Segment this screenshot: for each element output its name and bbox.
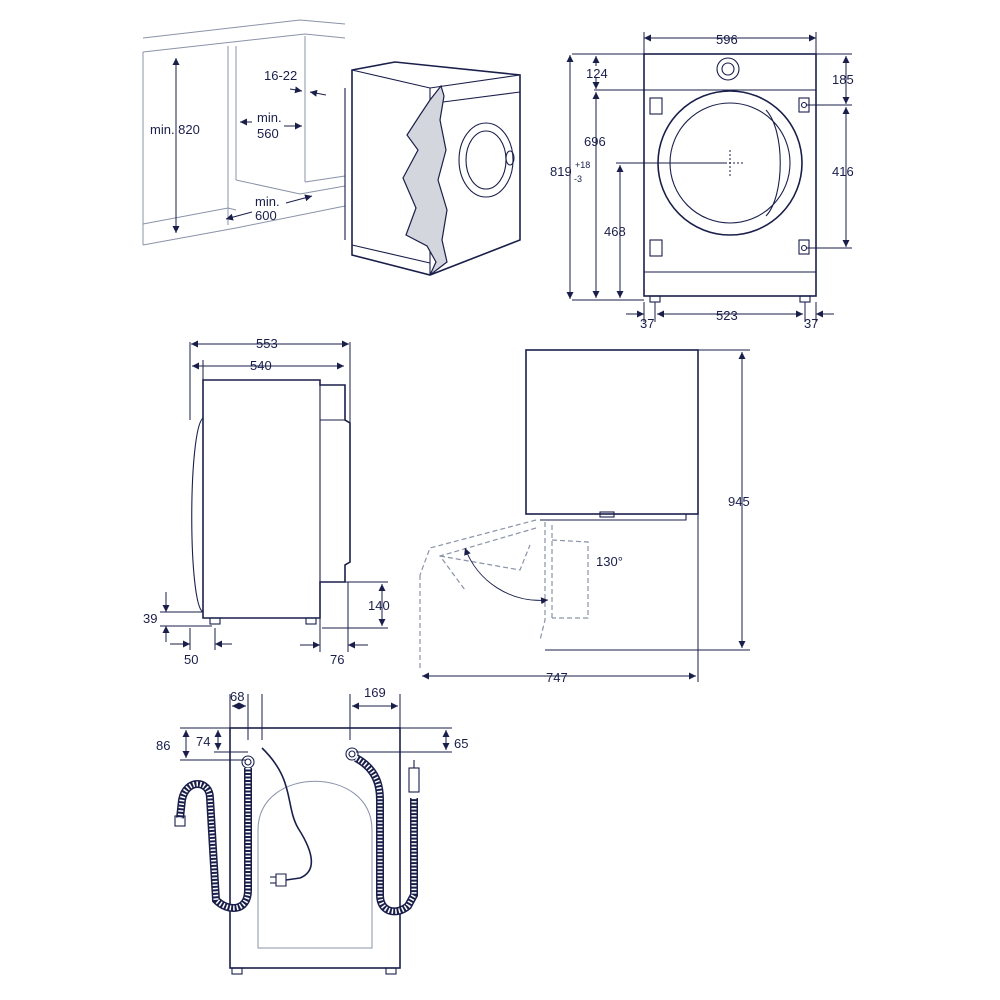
rear-left-inner-label: 74 xyxy=(196,734,210,749)
side-view: 553 540 39 50 140 76 xyxy=(143,336,390,667)
front-height-label: 819 xyxy=(550,164,572,179)
door-swing-view: 130° 945 747 xyxy=(419,349,750,685)
rear-left-outer-label: 86 xyxy=(156,738,170,753)
side-depth-body-label: 540 xyxy=(250,358,272,373)
niche-installation-view: min. 820 16-22 min. 560 min. 600 xyxy=(142,19,521,276)
program-knob xyxy=(716,57,740,81)
niche-height-label: min. 820 xyxy=(150,122,200,137)
door-open-dashed xyxy=(419,519,537,670)
door-closed-dashed xyxy=(539,522,589,641)
front-body-label: 696 xyxy=(584,134,606,149)
front-height-tol-minus: -3 xyxy=(574,174,582,184)
front-foot-right-label: 37 xyxy=(804,316,818,331)
front-height-tol-plus: +18 xyxy=(575,160,590,170)
drain-hose-right xyxy=(345,747,420,916)
panel-thickness-dimension: 16-22 xyxy=(264,68,327,97)
rear-view: 68 169 86 74 65 xyxy=(156,685,468,975)
rear-left-offset-label: 68 xyxy=(230,689,244,704)
door-swing-angle-label: 130° xyxy=(596,554,623,569)
rear-right-height-label: 65 xyxy=(454,736,468,751)
side-rear-recess-height-label: 140 xyxy=(368,598,390,613)
niche-depth-dimension: min. 600 xyxy=(225,194,313,223)
front-width-label: 596 xyxy=(716,32,738,47)
side-depth-total-label: 553 xyxy=(256,336,278,351)
front-hinge-label: 416 xyxy=(832,164,854,179)
niche-depth-label-1: min. xyxy=(255,194,280,209)
door-swing-height-label: 945 xyxy=(728,494,750,509)
front-panel-cover xyxy=(402,84,448,276)
panel-thickness-label: 16-22 xyxy=(264,68,297,83)
niche-depth-label-2: 600 xyxy=(255,208,277,223)
washer-isometric xyxy=(344,61,521,276)
side-foot-height-label: 39 xyxy=(143,611,157,626)
rear-access-panel xyxy=(257,780,373,949)
front-foot-spacing-label: 523 xyxy=(716,308,738,323)
front-door-center-label: 468 xyxy=(604,224,626,239)
front-top-panel-label: 124 xyxy=(586,66,608,81)
side-foot-offset-label: 50 xyxy=(184,652,198,667)
rear-right-offset-label: 169 xyxy=(364,685,386,700)
door-swing-depth-label: 747 xyxy=(546,670,568,685)
side-rear-recess-depth-label: 76 xyxy=(330,652,344,667)
niche-width-dimension: min. 560 xyxy=(240,110,302,141)
kitchen-cabinet-walls xyxy=(142,19,346,246)
niche-width-label-1: min. xyxy=(257,110,282,125)
hinges xyxy=(649,97,810,257)
inlet-hose-left xyxy=(174,755,255,912)
door-porthole xyxy=(458,122,514,198)
front-knob-top-label: 185 xyxy=(832,72,854,87)
power-cable xyxy=(261,747,313,887)
niche-width-label-2: 560 xyxy=(257,126,279,141)
front-view: 596 819 +18 -3 124 696 468 185 416 37 52 xyxy=(550,32,854,331)
niche-height-dimension: min. 820 xyxy=(150,58,200,233)
front-foot-left-label: 37 xyxy=(640,316,654,331)
